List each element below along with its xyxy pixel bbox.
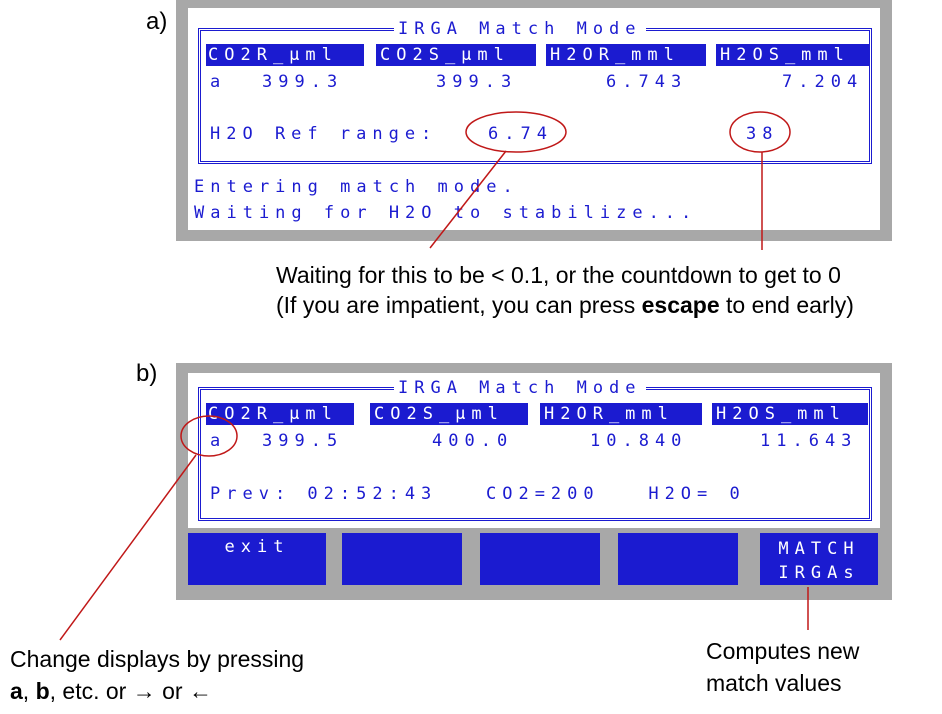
fkey-match-irgas-label: MATCH IRGAs [778, 539, 860, 583]
panel-a-value-co2s: 399.3 [436, 72, 518, 92]
panel-a-header-co2r: CO2R_µml [206, 44, 364, 66]
panel-a-label: a) [146, 8, 168, 35]
fkey-exit[interactable]: exit [188, 533, 326, 585]
panel-b-value-h2or: 10.840 [590, 431, 688, 451]
panel-a-value-h2or: 6.743 [606, 72, 688, 92]
note-b-left-rest: , etc. or → or ← [49, 678, 212, 704]
note-b-key-a: a [10, 678, 23, 704]
note-b-right-line-2: match values [706, 670, 842, 696]
fkey-4[interactable] [618, 533, 738, 585]
note-b-left-line-1: Change displays by pressing [10, 646, 305, 672]
panel-b-screen [188, 373, 880, 528]
panel-a-message-2: Waiting for H2O to stabilize... [194, 203, 698, 223]
panel-b-row-key[interactable]: a [210, 431, 227, 451]
range-callout-line [429, 150, 507, 249]
note-a-line-1: Waiting for this to be < 0.1, or the cou… [276, 262, 841, 288]
panel-b-title: IRGA Match Mode [394, 378, 646, 398]
panel-a-header-co2s: CO2S_µml [376, 44, 536, 66]
panel-a-header-h2or: H2OR_mml [546, 44, 706, 66]
panel-b-value-co2r: 399.5 [262, 431, 344, 451]
row-key-callout-line [59, 454, 197, 641]
panel-b-value-h2os: 11.643 [760, 431, 858, 451]
panel-b-label: b) [136, 360, 158, 387]
fkey-exit-label: exit [224, 537, 290, 557]
panel-a-title: IRGA Match Mode [394, 19, 646, 39]
range-value-callout-ellipse [465, 111, 567, 153]
panel-a-header-h2os: H2OS_mml [716, 44, 870, 66]
fkey-2[interactable] [342, 533, 462, 585]
note-b-sep: , [22, 678, 36, 704]
panel-b-prev-line: Prev: 02:52:43 CO2=200 H2O= 0 [210, 484, 746, 504]
panel-a-range-value: 6.74 [488, 124, 553, 144]
note-a-escape-key: escape [641, 292, 720, 318]
note-b-key-b: b [35, 678, 50, 704]
panel-b-value-co2s: 400.0 [432, 431, 514, 451]
note-a-prefix: (If you are impatient, you can press [276, 292, 642, 318]
note-a-line-2: (If you are impatient, you can press esc… [276, 292, 854, 319]
panel-b-header-h2os: H2OS_mml [712, 403, 868, 425]
countdown-callout-ellipse [729, 111, 791, 153]
note-a-suffix: to end early) [719, 292, 854, 318]
note-b-left-line-2: a, b, etc. or → or ← [10, 678, 212, 705]
panel-a-value-co2r: 399.3 [262, 72, 344, 92]
panel-b-header-h2or: H2OR_mml [540, 403, 702, 425]
row-key-callout-ellipse [180, 415, 238, 457]
panel-a-countdown: 38 [746, 124, 779, 144]
panel-a-row-key: a [210, 72, 227, 92]
panel-a-message-1: Entering match mode. [194, 177, 519, 197]
panel-a-value-h2os: 7.204 [782, 72, 864, 92]
note-b-right-line-1: Computes new [706, 638, 860, 664]
panel-b-header-co2s: CO2S_µml [370, 403, 528, 425]
panel-a-range-label: H2O Ref range: [210, 124, 438, 144]
panel-b-header-co2r: CO2R_µml [206, 403, 354, 425]
fkey-3[interactable] [480, 533, 600, 585]
fkey-match-irgas[interactable]: MATCH IRGAs [760, 533, 878, 585]
